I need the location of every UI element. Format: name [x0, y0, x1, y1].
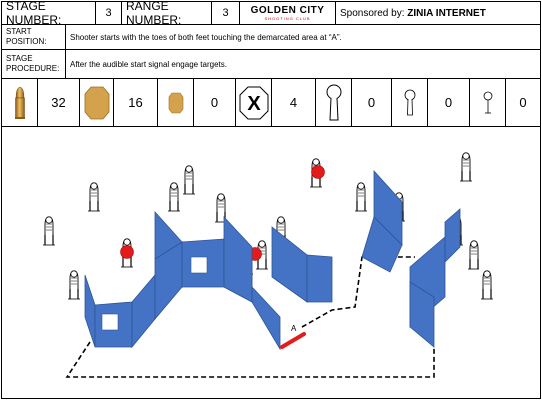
- wall-10: [271, 226, 308, 303]
- start-position-label: START POSITION:: [2, 25, 66, 49]
- wall-8: [223, 215, 253, 303]
- no-shoot-count: 4: [272, 79, 316, 126]
- wall-1: [84, 274, 96, 348]
- stage-procedure-label-1: STAGE: [6, 54, 33, 63]
- stage-number-value: 3: [96, 2, 122, 24]
- range-number-value: 3: [212, 2, 240, 24]
- fault-line-2: [301, 256, 415, 328]
- target-10: [65, 265, 83, 300]
- logo-main-text: GOLDEN CITY: [250, 5, 325, 16]
- start-position-row: START POSITION: Shooter starts with the …: [2, 25, 540, 50]
- target-4: [212, 188, 230, 223]
- mini-target-icon: [158, 79, 194, 126]
- club-logo: GOLDEN CITY SHOOTING CLUB: [240, 2, 336, 24]
- mini-popper-count: 0: [428, 79, 470, 126]
- no-shoot-3: [311, 165, 325, 179]
- wall-3: [131, 273, 156, 349]
- target-17: [478, 265, 496, 300]
- stage-diagram: A: [40, 147, 496, 378]
- plate-count: 0: [519, 95, 527, 110]
- start-marker-label: A: [291, 324, 297, 333]
- sponsor-label: Sponsored by:: [340, 7, 405, 19]
- start-line: [280, 332, 306, 349]
- stage-procedure-label-2: PROCEDURE:: [6, 64, 60, 73]
- mini-ipsc-count: 0: [194, 79, 236, 126]
- stage-number-label: STAGE NUMBER:: [2, 0, 96, 27]
- target-3: [180, 160, 198, 195]
- target-2: [165, 177, 183, 212]
- sponsor-name: ZINIA INTERNET: [407, 7, 486, 19]
- mini-popper-icon: [392, 79, 428, 126]
- target-7: [457, 147, 475, 182]
- stage-procedure-label: STAGE PROCEDURE:: [2, 50, 66, 78]
- target-16: [465, 235, 483, 270]
- wall-9: [251, 285, 281, 351]
- bullet-icon: [2, 79, 38, 126]
- sponsor: Sponsored by: ZINIA INTERNET: [336, 2, 540, 24]
- target-6: [352, 177, 370, 212]
- target-1: [85, 177, 103, 212]
- start-position-label-1: START: [6, 27, 32, 36]
- wall-13: [361, 216, 403, 273]
- rounds-count: 32: [38, 79, 80, 126]
- stage-procedure-text: After the audible start signal engage ta…: [70, 59, 227, 69]
- wall-11: [306, 254, 333, 303]
- wall-15: [409, 281, 435, 348]
- wall-window-1: [101, 313, 119, 331]
- no-shoot-1: [120, 245, 134, 259]
- fault-line: [65, 341, 435, 378]
- target-count-row: 32 16 0 X 4 0: [2, 79, 540, 127]
- ipsc-paper-count: 16: [114, 79, 158, 126]
- popper-icon: [316, 79, 352, 126]
- svg-text:X: X: [247, 93, 261, 115]
- start-position-text: Shooter starts with the toes of both fee…: [70, 32, 342, 42]
- start-position-label-2: POSITION:: [6, 37, 47, 46]
- wall-16: [444, 208, 461, 263]
- wall-window-2: [190, 256, 208, 274]
- ipsc-target-icon: [80, 79, 114, 126]
- logo-sub-text: SHOOTING CLUB: [264, 16, 311, 21]
- popper-count: 0: [352, 79, 392, 126]
- plate-icon: [470, 79, 506, 126]
- no-shoot-x-icon: X: [236, 79, 272, 126]
- walls: [84, 169, 461, 351]
- range-number-label: RANGE NUMBER:: [122, 0, 212, 27]
- header-row: STAGE NUMBER: 3 RANGE NUMBER: 3 GOLDEN C…: [2, 0, 540, 27]
- target-8: [40, 211, 58, 246]
- stage-procedure-row: STAGE PROCEDURE: After the audible start…: [2, 50, 540, 79]
